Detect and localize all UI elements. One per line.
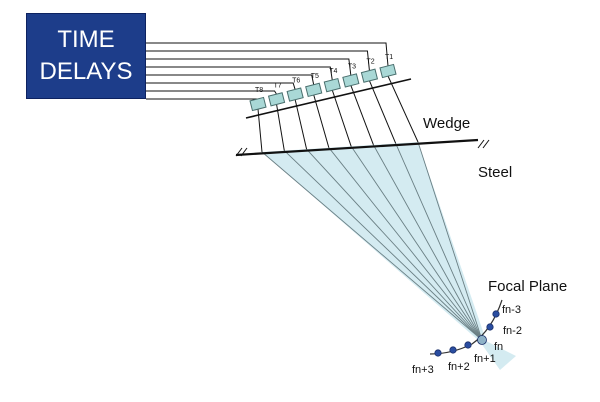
ray-wedge <box>350 85 374 146</box>
ray-wedge <box>276 104 285 151</box>
transducer-element <box>323 77 341 93</box>
time-delays-line1: TIME <box>57 26 115 53</box>
steel-hatch-left <box>235 147 248 157</box>
focal-plane-point <box>486 323 494 331</box>
focal-point <box>477 335 487 345</box>
element-label: T5 <box>311 73 319 80</box>
transducer-element <box>305 82 323 98</box>
focal-plane-point <box>449 346 457 354</box>
ray-steel <box>306 148 483 341</box>
element-label: T8 <box>255 87 263 94</box>
focal-point-label: fn-2 <box>503 325 522 337</box>
focal-plane-point <box>492 310 500 318</box>
transducer-element <box>267 92 286 107</box>
time-delays-box: TIME DELAYS <box>26 13 146 99</box>
delay-wire <box>146 66 333 81</box>
time-delays-line2: DELAYS <box>39 58 133 85</box>
transducer-element <box>360 68 379 83</box>
ray-steel <box>417 141 483 341</box>
element-label: T6 <box>292 78 300 85</box>
ray-wedge <box>294 99 308 150</box>
beam-fan <box>262 142 486 340</box>
focal-point-label: fn-3 <box>502 304 521 316</box>
focal-plane-label: Focal Plane <box>488 278 567 295</box>
delay-wire <box>146 42 389 67</box>
wedge-label: Wedge <box>423 115 470 132</box>
element-label: T1 <box>385 54 393 61</box>
steel-label: Steel <box>478 164 512 181</box>
focal-point-label: fn+2 <box>448 361 470 373</box>
beam-tail <box>476 336 516 370</box>
delay-wire <box>146 58 352 76</box>
steel-hatch-right <box>477 139 490 149</box>
focal-point-label: fn+1 <box>474 353 496 365</box>
transducer-element <box>249 96 267 112</box>
focal-plane-point <box>464 341 472 349</box>
delay-wire <box>146 50 370 71</box>
transducer-element <box>286 87 304 102</box>
ray-wedge <box>387 75 419 143</box>
delay-wire <box>146 90 277 95</box>
element-label: T7 <box>274 82 282 89</box>
ray-steel <box>283 150 483 341</box>
element-label: T2 <box>366 59 374 66</box>
ray-wedge <box>331 89 352 147</box>
delay-wire <box>146 74 315 85</box>
ray-wedge <box>368 80 397 144</box>
transducer-element <box>379 63 397 79</box>
ray-layer <box>257 75 483 341</box>
ray-steel <box>395 143 483 341</box>
ray-wedge <box>313 94 330 148</box>
wire-layer <box>146 42 389 100</box>
focal-point-label: fn <box>494 341 503 353</box>
transducer-element <box>342 73 360 88</box>
delay-wire <box>146 82 296 90</box>
focal-plane-point <box>434 349 442 357</box>
ray-steel <box>328 147 483 341</box>
ray-steel <box>350 146 483 341</box>
wedge-line <box>245 78 412 119</box>
transducer-elements <box>249 63 397 112</box>
element-label: T3 <box>348 63 356 70</box>
element-label: T4 <box>329 68 337 75</box>
focal-point-label: fn+3 <box>412 364 434 376</box>
ray-steel <box>373 144 483 341</box>
wedge-steel-interface <box>235 138 479 157</box>
ray-wedge <box>257 108 263 153</box>
ray-steel <box>261 151 483 341</box>
